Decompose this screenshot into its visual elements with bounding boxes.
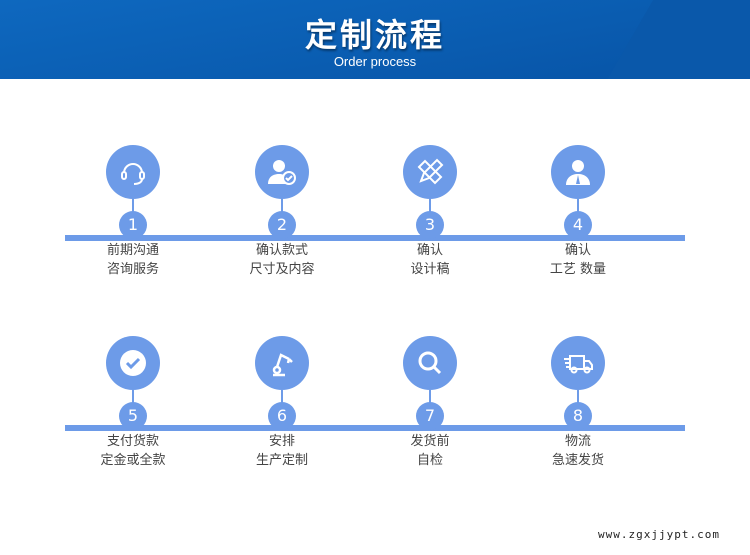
step-number: 8 [564,402,592,430]
step-number: 5 [119,402,147,430]
step-label: 确认工艺 数量 [549,243,607,277]
page-subtitle: Order process [333,54,417,69]
headset-icon [106,145,160,199]
delivery-truck-icon [551,336,605,390]
step-number: 3 [416,211,444,239]
checkmark-icon [106,336,160,390]
step-label: 支付货款定金或全款 [100,434,166,468]
step-number: 6 [268,402,296,430]
timeline-row-1 [65,235,685,241]
magnifier-icon [403,336,457,390]
page-title: 定制流程 [304,16,445,54]
step-label: 发货前自检 [410,434,450,468]
step-label: 确认款式尺寸及内容 [249,243,315,277]
design-tools-icon [403,145,457,199]
header-banner: 定制流程 Order process [0,0,750,79]
step-number: 1 [119,211,147,239]
step-label: 安排生产定制 [255,434,308,468]
step-number: 2 [268,211,296,239]
step-label: 确认设计稿 [410,243,450,277]
user-check-icon [255,145,309,199]
robot-arm-icon [255,336,309,390]
website-watermark: www.zgxjjypt.com [598,528,720,541]
step-number: 7 [416,402,444,430]
step-label: 物流急速发货 [551,434,604,468]
step-number: 4 [564,211,592,239]
timeline-row-2 [65,425,685,431]
businessman-icon [551,145,605,199]
step-label: 前期沟通咨询服务 [106,243,159,277]
